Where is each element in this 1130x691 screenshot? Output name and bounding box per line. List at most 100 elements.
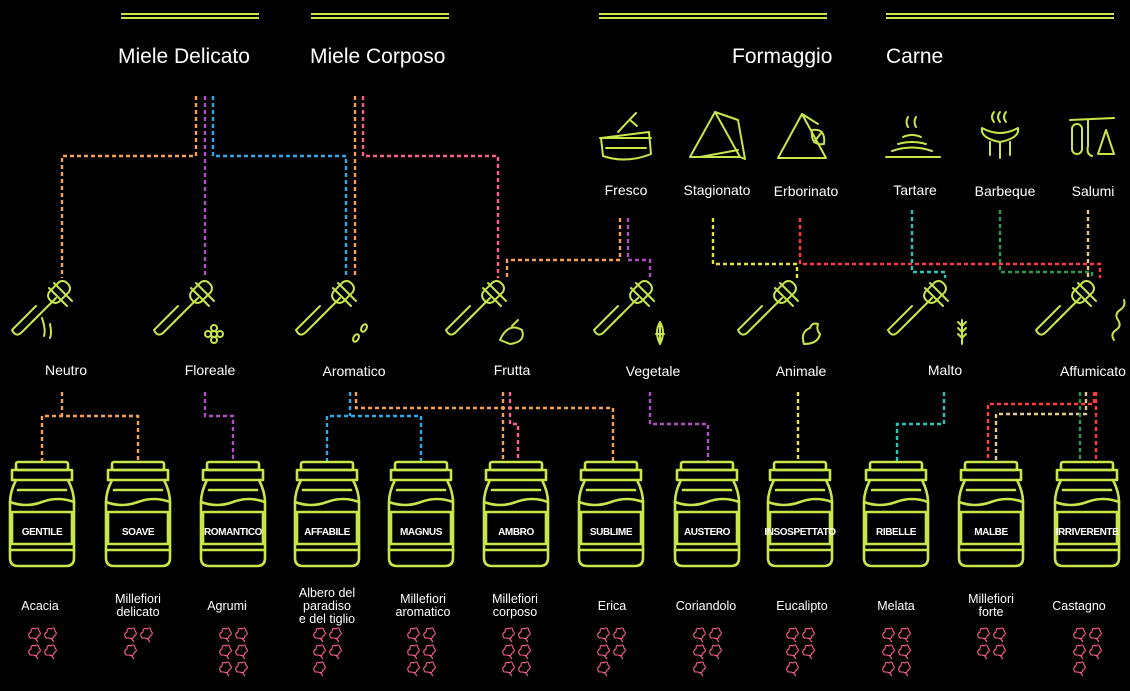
honey-dipper-aroma-icon	[295, 277, 368, 343]
rating-flower-icon	[28, 627, 41, 643]
rating-flower-icon	[597, 661, 610, 677]
jar-origin-ambro: Millefiori corposo	[492, 592, 538, 620]
rating-flower-icon	[44, 627, 57, 643]
rating-flower-icon	[1073, 644, 1086, 660]
rating-flower-icon	[407, 644, 420, 660]
rating-flower-icon	[898, 627, 911, 643]
connector-aromatico-sublime	[354, 392, 615, 462]
connector-frutta-ambro-2	[508, 392, 520, 462]
rating-flower-icon	[219, 644, 232, 660]
jar-label-romantico: ROMANTICO	[203, 527, 263, 538]
jar-origin-insospettato: Eucalipto	[776, 599, 828, 613]
jar-origin-gentile: Acacia	[21, 599, 59, 613]
rating-flower-icon	[423, 627, 436, 643]
honey-dipper-drip-icon	[11, 277, 74, 339]
blue-cheese-icon	[777, 113, 827, 159]
rating-flower-icon	[786, 661, 799, 677]
jar-label-irriverente: IRRIVERENTE	[1055, 527, 1119, 538]
rating-flower-icon	[802, 644, 815, 660]
rating-flower-icon	[423, 661, 436, 677]
salumi-icon	[1069, 117, 1115, 157]
pairing-label-tartare: Tartare	[893, 182, 937, 198]
connector-affumicato-malbe-tan	[994, 392, 1088, 462]
rating-flower-icon	[882, 644, 895, 660]
jar-label-ribelle: RIBELLE	[876, 527, 916, 538]
category-rule-carne	[886, 13, 1114, 19]
category-rule-corposo	[311, 13, 449, 19]
jar-origin-ribelle: Melata	[877, 599, 915, 613]
rating-flower-icon	[613, 644, 626, 660]
jar-origin-soave: Millefiori delicato	[115, 592, 161, 620]
category-miele-delicato: Miele Delicato	[118, 45, 250, 68]
pairing-label-salumi: Salumi	[1071, 183, 1115, 199]
connector-floreale-romantico	[203, 392, 235, 462]
jar-label-soave: SOAVE	[121, 527, 155, 538]
rating-flower-icon	[329, 644, 342, 660]
rating-flower-icon	[502, 627, 515, 643]
connector-fresco-frutta	[505, 218, 622, 278]
jar-origin-sublime: Erica	[597, 599, 627, 613]
honey-dipper-corn-icon	[593, 277, 665, 345]
rating-flower-icon	[235, 661, 248, 677]
rating-flower-icon	[613, 627, 626, 643]
rating-flower-icon	[786, 627, 799, 643]
rating-flower-icon	[44, 644, 57, 660]
barbeque-icon	[980, 111, 1020, 159]
flavor-label-animale: Animale	[775, 363, 827, 379]
rating-flower-icon	[124, 644, 137, 660]
jar-label-affabile: AFFABILE	[304, 527, 350, 538]
connector-corposo-frutta	[361, 96, 500, 278]
connector-malto-ribelle	[895, 392, 946, 462]
tartare-icon	[885, 116, 941, 158]
rating-flower-icon	[518, 627, 531, 643]
pairing-label-erborinato: Erborinato	[773, 183, 839, 199]
connector-affumicato-malbe-red	[986, 392, 1096, 462]
rating-flower-icon	[977, 627, 990, 643]
connector-aromatico-jars	[325, 414, 423, 462]
honey-dipper-wheat-icon	[887, 277, 967, 345]
rating-flower-icon	[313, 661, 326, 677]
rating-flower-icon	[235, 627, 248, 643]
rating-flower-icon	[219, 627, 232, 643]
category-rule-formaggio	[599, 13, 827, 19]
jar-origin-affabile: Albero del paradiso e del tiglio	[298, 586, 356, 627]
category-formaggio: Formaggio	[732, 45, 833, 68]
flavor-label-floreale: Floreale	[184, 362, 236, 378]
rating-flower-icon	[502, 644, 515, 660]
rating-flower-icon	[597, 644, 610, 660]
rating-flower-icon	[693, 644, 706, 660]
jar-label-insospettato: INSOSPETTATO	[764, 527, 836, 538]
rating-flower-icon	[693, 627, 706, 643]
jar-label-austero: AUSTERO	[683, 527, 731, 538]
rating-flower-icon	[140, 627, 153, 643]
jar-origin-magnus: Millefiori aromatico	[395, 592, 451, 620]
jar-origin-irriverente: Castagno	[1052, 599, 1106, 613]
rating-flower-icon	[1073, 661, 1086, 677]
rating-flower-icon	[993, 644, 1006, 660]
flavor-label-vegetale: Vegetale	[625, 363, 681, 379]
pairing-label-barbeque: Barbeque	[974, 183, 1036, 199]
rating-flower-icon	[518, 644, 531, 660]
jar-label-magnus: MAGNUS	[399, 527, 443, 538]
rating-flower-icon	[219, 661, 232, 677]
flavor-label-malto: Malto	[927, 362, 963, 378]
rating-flower-icon	[518, 661, 531, 677]
rating-flower-icon	[407, 661, 420, 677]
honey-dipper-flower-icon	[153, 277, 224, 344]
rating-flower-icon	[313, 627, 326, 643]
connector-vegetale-austero	[648, 392, 710, 462]
rating-flower-icon	[709, 644, 722, 660]
connector-tartare-malto	[910, 210, 947, 278]
flavor-label-frutta: Frutta	[493, 362, 531, 378]
rating-flower-icon	[693, 661, 706, 677]
rating-flower-icon	[898, 644, 911, 660]
connector-delicato-aromatico	[211, 96, 348, 278]
category-miele-corposo: Miele Corposo	[310, 45, 446, 68]
rating-flower-icon	[993, 627, 1006, 643]
rating-flower-icon	[329, 627, 342, 643]
connector-erborinato-affumicato	[798, 218, 1102, 278]
